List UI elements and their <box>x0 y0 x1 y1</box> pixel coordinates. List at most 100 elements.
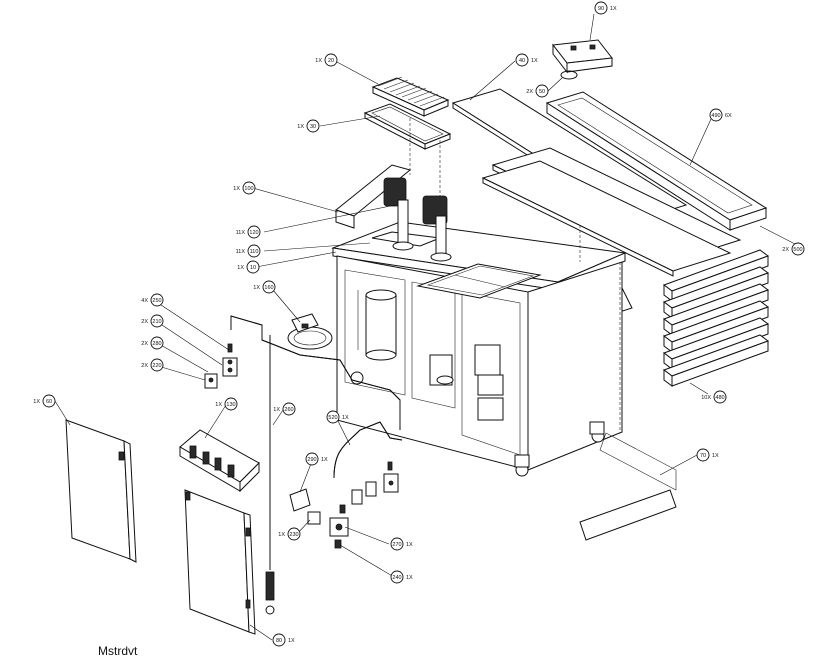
callout-quantity: 1X <box>406 575 413 581</box>
callout-number: 100 <box>244 186 253 192</box>
leader-lines <box>54 13 796 641</box>
callout-quantity: 2X <box>782 247 789 253</box>
callout-circle <box>390 570 404 584</box>
part-490-shelves <box>481 91 768 277</box>
callout-quantity: 1X <box>610 6 617 12</box>
callout-circle <box>305 452 319 466</box>
callout-number: 480 <box>715 395 724 401</box>
callout-circle <box>535 84 549 98</box>
callout-quantity: 1X <box>273 407 280 413</box>
callout-circle <box>791 242 805 256</box>
callout-210: 210 2X <box>141 314 164 328</box>
callout-number: 520 <box>328 415 337 421</box>
callout-number: 130 <box>226 402 235 408</box>
callout-number: 40 <box>519 58 525 64</box>
callout-circle <box>150 336 164 350</box>
callout-280: 280 2X <box>141 336 164 350</box>
callout-number: 80 <box>276 638 282 644</box>
callout-circle <box>272 633 286 647</box>
callout-number: 10 <box>250 265 256 271</box>
part-50-oring <box>560 70 578 80</box>
callout-quantity: 2X <box>141 319 148 325</box>
callout-circle <box>594 1 608 15</box>
part-130-bottle-rack <box>179 429 260 493</box>
callout-circle <box>150 293 164 307</box>
callout-quantity: 1X <box>712 453 719 459</box>
part-290-270-electrical <box>289 461 399 549</box>
callout-quantity: 4X <box>141 298 148 304</box>
part-80-right-door <box>184 489 256 635</box>
callout-quantity: 2X <box>141 363 148 369</box>
callout-quantity: 11X <box>236 230 246 236</box>
callout-quantity: 1X <box>342 415 349 421</box>
callout-70: 70 1X <box>696 448 719 462</box>
callout-40: 40 1X <box>515 53 538 67</box>
callout-circle <box>42 394 56 408</box>
callout-250: 250 4X <box>141 293 164 307</box>
part-480-slats <box>662 249 770 387</box>
callout-number: 20 <box>328 58 334 64</box>
callout-number: 490 <box>711 113 720 119</box>
callout-quantity: 1X <box>288 638 295 644</box>
callout-circle <box>247 225 261 239</box>
callout-quantity: 1X <box>278 532 285 538</box>
callout-circle <box>515 53 529 67</box>
callout-circle <box>247 244 261 258</box>
callout-number: 160 <box>264 285 273 291</box>
callout-220: 220 2X <box>141 358 164 372</box>
callout-circle <box>287 527 301 541</box>
callout-circle <box>242 181 256 195</box>
callout-quantity: 2X <box>526 89 533 95</box>
callout-480: 480 10X <box>701 390 727 404</box>
callout-quantity: 1X <box>531 58 538 64</box>
part-160-ring-bracket <box>287 313 333 350</box>
tank-cylinder <box>357 289 397 361</box>
callout-quantity: 1X <box>215 402 222 408</box>
callout-quantity: 1X <box>233 186 240 192</box>
part-490-lower-shelves <box>481 147 742 277</box>
callout-circle <box>324 53 338 67</box>
callout-number: 90 <box>598 6 604 12</box>
part-10-cabinet <box>331 118 633 477</box>
callout-number: 280 <box>152 341 161 347</box>
callout-quantity: 1X <box>321 457 328 463</box>
callout-quantity: 1X <box>33 399 40 405</box>
callout-circle <box>282 402 296 416</box>
callout-520: 520 1X <box>326 410 349 424</box>
callout-circle <box>696 448 710 462</box>
callout-circle <box>150 358 164 372</box>
callout-quantity: 10X <box>701 395 711 401</box>
callout-circle <box>709 108 723 122</box>
callout-circle <box>150 314 164 328</box>
callout-number: 250 <box>152 298 161 304</box>
callout-number: 120 <box>249 230 258 236</box>
callout-number: 70 <box>700 453 706 459</box>
callout-90: 90 1X <box>594 1 617 15</box>
callout-circle <box>246 260 260 274</box>
part-120-taps <box>383 177 452 262</box>
part-60-left-door <box>65 419 137 563</box>
callout-number: 220 <box>152 363 161 369</box>
callout-100: 100 1X <box>233 181 256 195</box>
callout-quantity: 1X <box>406 542 413 548</box>
callout-number: 210 <box>152 319 161 325</box>
piping <box>230 315 401 570</box>
callout-quantity: 2X <box>141 341 148 347</box>
callout-circle <box>262 280 276 294</box>
callout-number: 230 <box>289 532 298 538</box>
